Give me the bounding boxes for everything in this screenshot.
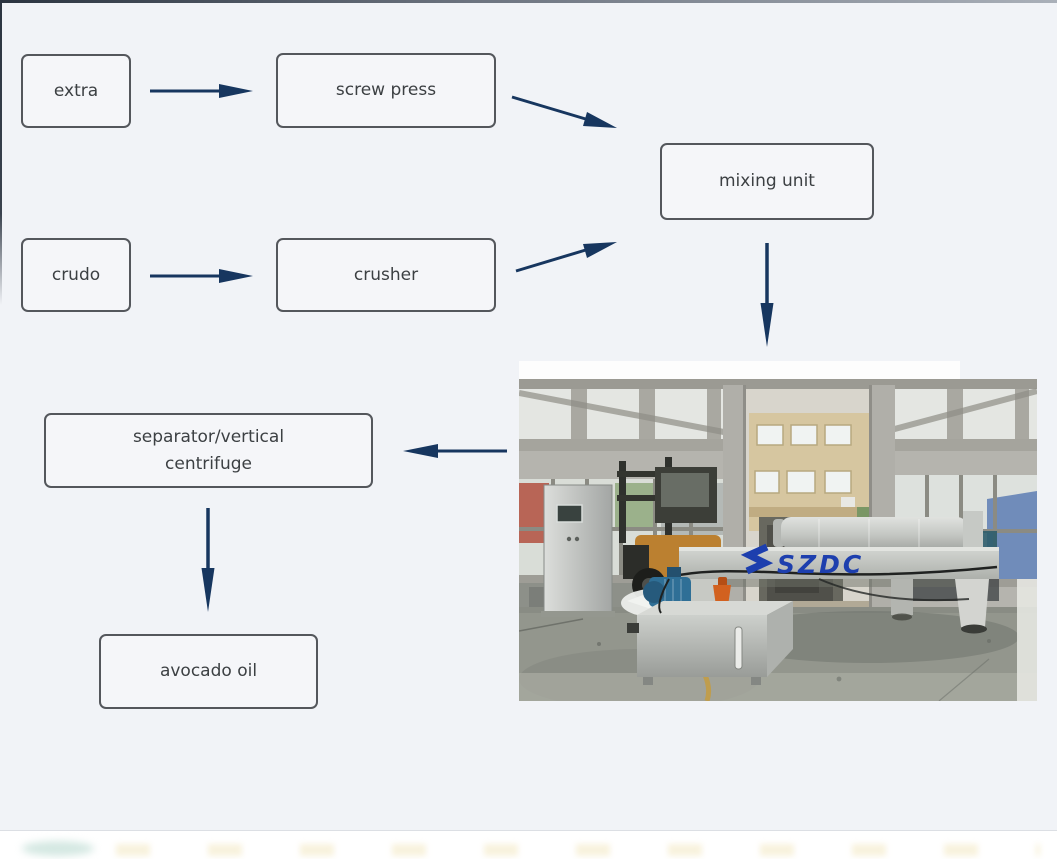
- decanter-centrifuge: SZDC: [678, 511, 999, 634]
- bottom-white-band: [0, 830, 1057, 859]
- node-crusher-label: crusher: [353, 264, 419, 285]
- node-mixing-unit: mixing unit: [660, 143, 874, 220]
- arrow-screw-press-to-mixing-unit: [511, 95, 617, 128]
- node-crusher: crusher: [276, 238, 496, 312]
- top-border-line: [0, 0, 1057, 3]
- left-border-line: [0, 0, 2, 305]
- arrow-crudo-to-crusher: [150, 269, 253, 283]
- control-cabinet: [541, 484, 615, 617]
- node-crudo: crudo: [21, 238, 131, 312]
- hydraulic-unit: [627, 567, 793, 685]
- arrow-separator-to-avocado-oil: [201, 508, 215, 612]
- arrow-mixing-unit-to-photo: [760, 243, 774, 347]
- arrow-photo-to-separator: [403, 444, 507, 458]
- node-mixing-unit-label: mixing unit: [719, 171, 815, 192]
- faint-smudge-row: [90, 844, 1040, 856]
- node-extra: extra: [21, 54, 131, 128]
- machine-logo-text: SZDC: [777, 550, 864, 579]
- photo-white-margin: [519, 361, 960, 379]
- machine-logo-glyph: [740, 543, 774, 575]
- node-screw-press: screw press: [276, 53, 496, 128]
- node-avocado-oil-label: avocado oil: [159, 661, 258, 682]
- node-screw-press-label: screw press: [335, 80, 437, 101]
- node-extra-label: extra: [53, 80, 99, 101]
- factory-scene: SZDC: [519, 379, 1037, 701]
- machine-photo: SZDC: [519, 361, 1037, 701]
- arrow-crusher-to-mixing-unit: [515, 242, 617, 273]
- faint-smudge: [22, 841, 94, 856]
- node-crudo-label: crudo: [51, 264, 101, 285]
- node-separator-label: separator/vertical centrifuge: [132, 427, 285, 474]
- node-avocado-oil: avocado oil: [99, 634, 318, 709]
- arrow-extra-to-screw-press: [150, 84, 253, 98]
- node-separator-vertical-centrifuge: separator/vertical centrifuge: [44, 413, 373, 488]
